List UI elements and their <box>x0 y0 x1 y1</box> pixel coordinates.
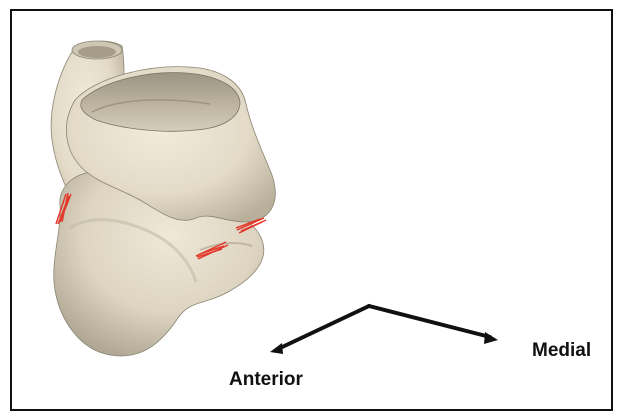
medial-axis-line <box>369 306 490 337</box>
anterior-arrowhead <box>270 343 283 354</box>
medial-label: Medial <box>532 340 591 362</box>
anterior-label: Anterior <box>229 369 303 391</box>
orientation-axes <box>270 306 498 354</box>
medial-arrowhead <box>484 332 498 344</box>
anterior-axis-line <box>278 306 369 349</box>
